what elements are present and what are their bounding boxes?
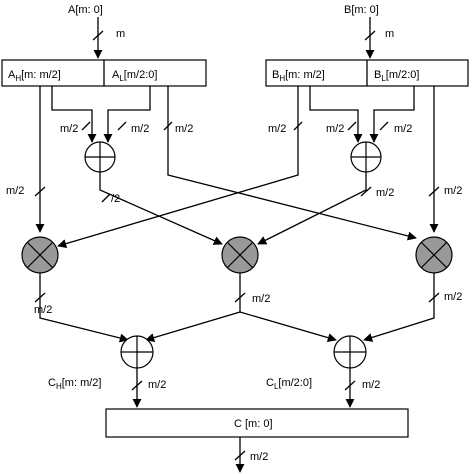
width-label-m-half: m/2 [326, 123, 344, 135]
wire-ah-to-left-adder [51, 86, 97, 143]
width-label-m: m [116, 28, 125, 40]
width-label-m-half: m/2 [444, 291, 462, 303]
width-label-m-half: m/2 [6, 185, 24, 197]
width-label-m-half: m/2 [250, 451, 268, 463]
wire-sum-b-to-mult-middle [257, 172, 367, 245]
width-label-m: m [385, 28, 394, 40]
width-tick [344, 380, 356, 391]
multiplier-right [415, 236, 453, 274]
width-tick [347, 121, 357, 131]
width-tick [34, 186, 46, 197]
register-a-low-label: AL[m/2:0] [112, 69, 157, 83]
multiplier-left [21, 236, 59, 274]
width-label-m-half: m/2 [444, 185, 462, 197]
register-a-high-label: AH[m: m/2] [8, 69, 61, 83]
input-a-label: A[m: 0] [68, 4, 103, 16]
multiplier-middle [221, 236, 259, 274]
register-a: AH[m: m/2] AL[m/2:0] [1, 59, 207, 87]
width-tick [379, 121, 389, 131]
output-register-c: C [m: 0] [105, 408, 409, 438]
width-label-partial: /2 [111, 193, 120, 205]
width-tick [34, 292, 46, 303]
wire-mult-right-to-adder-cl [363, 273, 435, 342]
wire-al-to-left-adder [103, 86, 151, 143]
width-tick [428, 186, 440, 197]
wire-mult-middle-to-adder-ch [145, 273, 241, 343]
wire-mult-middle-to-adder-cl [239, 311, 337, 343]
register-b: BH[m: m/2] BL[m/2:0] [265, 59, 469, 87]
width-tick [117, 121, 127, 131]
wire-bl-to-right-adder [369, 86, 415, 143]
width-tick [81, 121, 91, 131]
input-b-label: B[m: 0] [344, 4, 379, 16]
output-cl-label: CL[m/2:0] [266, 377, 312, 391]
wire-bh-to-mult-left [57, 86, 299, 249]
width-tick [163, 121, 173, 131]
width-tick [92, 30, 104, 41]
adder-cl [333, 335, 367, 369]
register-b-high-label: BH[m: m/2] [272, 69, 325, 83]
width-label-m-half: m/2 [252, 293, 270, 305]
width-tick [234, 450, 246, 461]
width-label-m-half: m/2 [268, 123, 286, 135]
adder-ch [120, 335, 154, 369]
output-c-label: C [m: 0] [234, 418, 273, 430]
adder-b-sum [350, 141, 382, 173]
width-label-m-half: m/2 [362, 379, 380, 391]
register-b-low-label: BL[m/2:0] [374, 69, 419, 83]
width-tick [131, 380, 143, 391]
width-tick [364, 30, 376, 41]
output-ch-label: CH[m: m/2] [48, 377, 101, 391]
wire-mult-left-to-adder-ch [39, 273, 129, 343]
width-label-m-half: m/2 [131, 123, 149, 135]
width-tick [234, 292, 246, 303]
width-label-m-half: m/2 [60, 123, 78, 135]
width-label-m-half: m/2 [376, 187, 394, 199]
width-label-m-half: m/2 [175, 123, 193, 135]
width-label-m-half: m/2 [394, 123, 412, 135]
wire-al-to-mult-right [167, 86, 417, 241]
wire-bh-to-right-adder [309, 86, 363, 143]
width-label-m-half: m/2 [34, 304, 52, 316]
wire-sum-a-to-mult-middle [99, 172, 223, 245]
width-tick [428, 292, 440, 303]
width-tick [293, 121, 303, 131]
adder-a-sum [84, 141, 116, 173]
width-tick [101, 193, 111, 203]
width-label-m-half: m/2 [148, 379, 166, 391]
width-tick [360, 186, 372, 197]
